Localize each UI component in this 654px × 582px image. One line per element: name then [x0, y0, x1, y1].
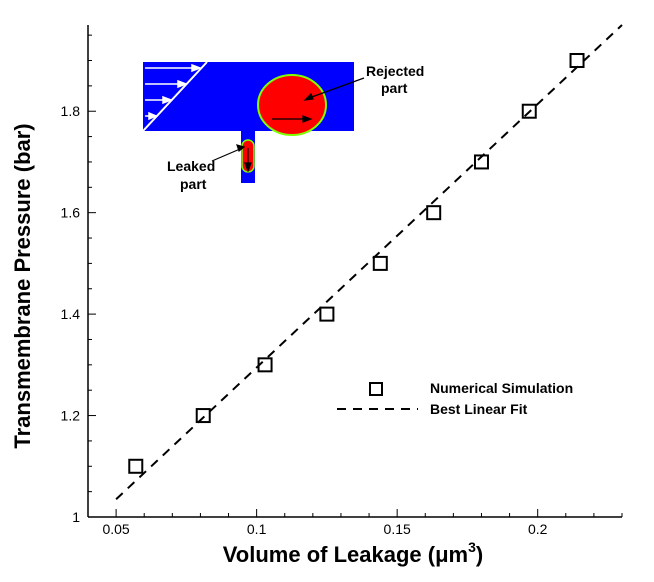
x-tick-label: 0.05 [102, 521, 129, 537]
data-point-square [195, 408, 211, 424]
y-tick-label: 1.4 [61, 306, 81, 322]
inset-velocity-arrows [145, 63, 203, 121]
legend: Numerical Simulation Best Linear Fit [337, 380, 573, 417]
inset-label-leaked-part: part [180, 176, 207, 192]
inset-arrows [211, 77, 365, 173]
simulation-points-layer [128, 53, 585, 474]
data-point-square [319, 306, 335, 322]
x-axis-title: Volume of Leakage (μm3) [223, 539, 483, 567]
axes: 0.05 0.1 0.15 0.2 1 1.2 1.4 1.6 1.8 [61, 25, 623, 537]
y-axis-title: Transmembrane Pressure (bar) [10, 123, 35, 448]
y-tick-label: 1 [72, 509, 80, 525]
legend-label-fit: Best Linear Fit [430, 401, 528, 417]
inset-rejected-droplet [257, 74, 327, 136]
y-tick-label: 1.8 [61, 103, 81, 119]
data-point-square [257, 357, 273, 373]
data-point-square [473, 154, 489, 170]
inset-simulation-image: Rejected part Leaked part [142, 61, 424, 192]
data-point-square [521, 103, 537, 119]
best-linear-fit-line-layer [115, 24, 623, 500]
y-tick-label: 1.6 [61, 205, 81, 221]
inset-label-leaked: Leaked [167, 158, 215, 174]
inset-velocity-profile-line [142, 61, 208, 132]
x-tick-label: 0.2 [528, 521, 548, 537]
inset-label-rejected-part: part [381, 80, 408, 96]
data-point-square [128, 458, 144, 474]
legend-label-simulation: Numerical Simulation [430, 380, 573, 396]
legend-marker-square [369, 382, 383, 396]
best-linear-fit-line [115, 24, 623, 500]
data-point-square [372, 255, 388, 271]
x-tick-label: 0.15 [384, 521, 411, 537]
data-point-square [569, 53, 585, 69]
inset-label-rejected: Rejected [366, 63, 424, 79]
data-point-square [426, 205, 442, 221]
x-tick-label: 0.1 [247, 521, 267, 537]
y-tick-label: 1.2 [61, 408, 81, 424]
